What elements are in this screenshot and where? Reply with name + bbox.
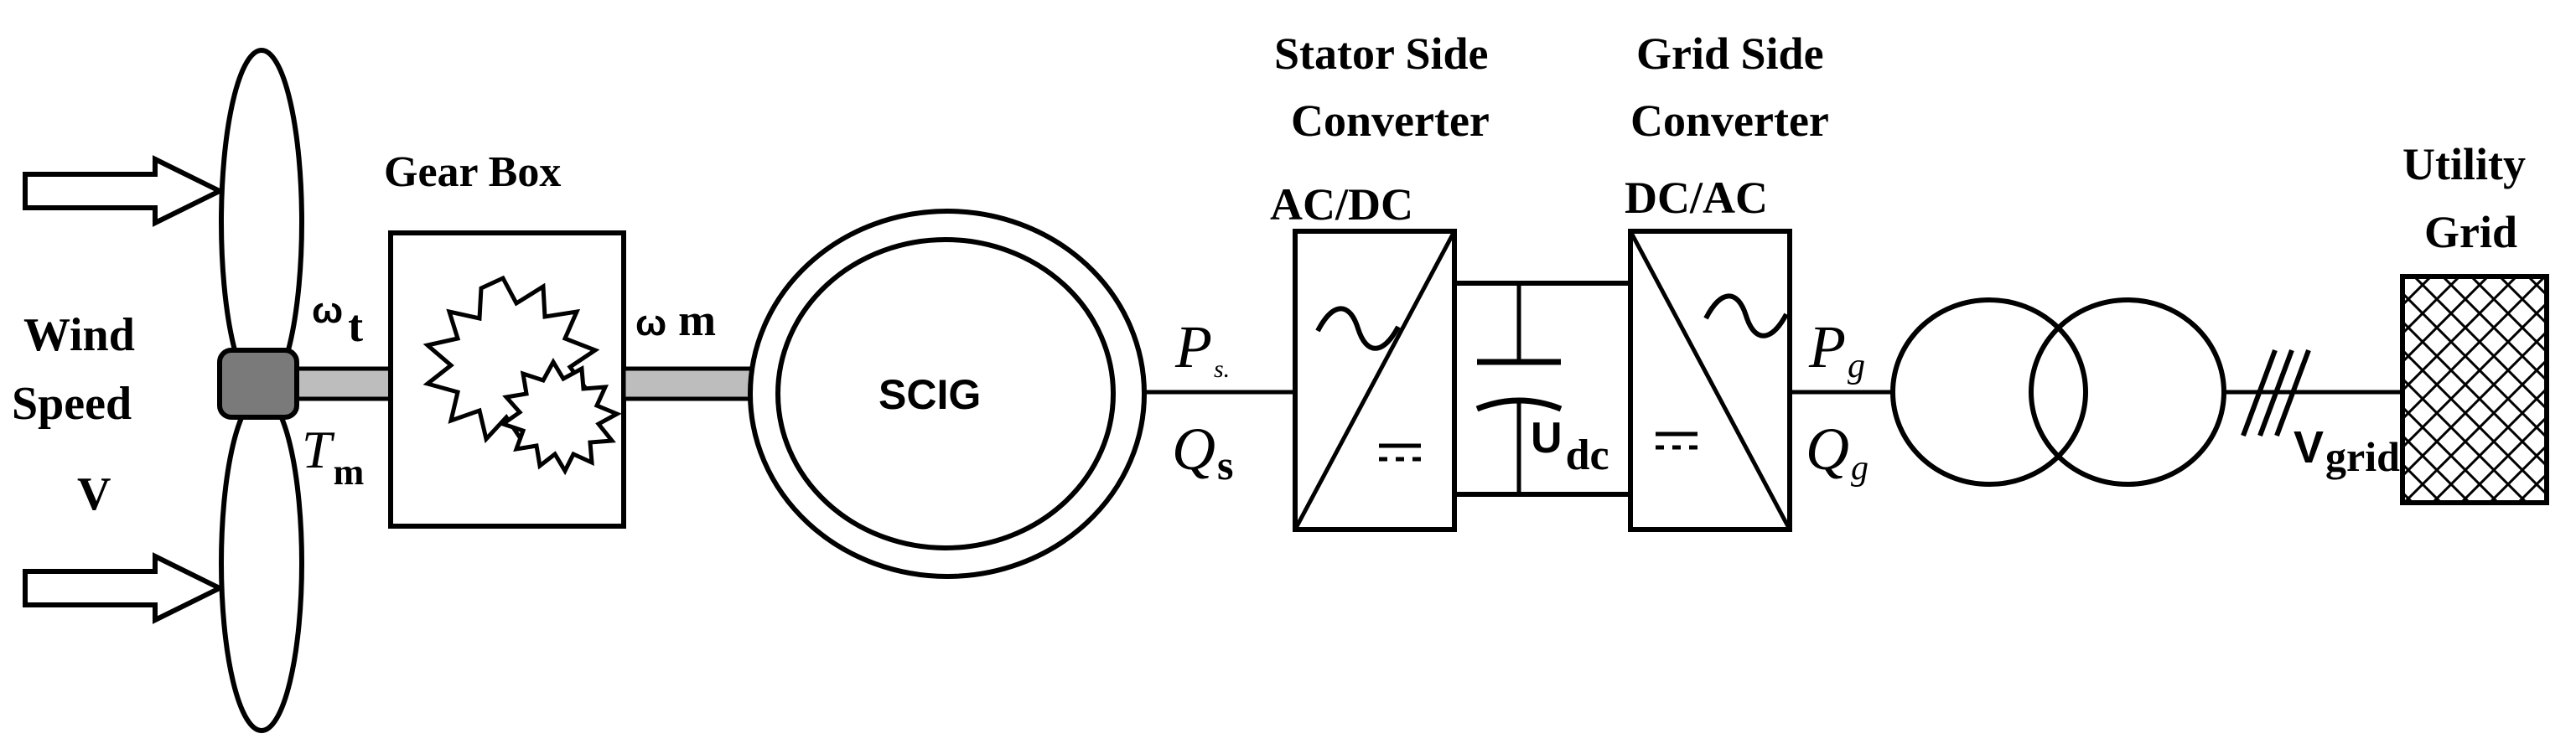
stator-converter-title-line3: AC/DC [1270,179,1413,230]
generator-rotor [775,237,1116,550]
high-speed-shaft [621,366,774,401]
three-phase-marker-icon [2241,349,2311,437]
generator-label: SCIG [879,371,981,418]
stator-converter [1293,229,1457,532]
turbine-blade-bottom [219,393,304,733]
utility-grid-title-line2: Grid [2424,207,2517,257]
stator-converter-title-line2: Converter [1291,96,1490,146]
grid-converter-title-line1: Grid Side [1636,28,1824,79]
grid-converter [1628,229,1792,532]
turbine-blade-top [219,48,304,396]
dc-link-voltage-label: Udc [1531,414,1609,479]
grid-voltage-label: Vgrid [2294,422,2400,480]
stator-active-power-label: Ps. [1174,313,1230,383]
wind-speed-label-line1: Wind [23,309,135,361]
stator-reactive-power-label: Qs [1172,416,1233,488]
dc-link-capacitor-icon [1475,359,1563,412]
grid-reactive-power-label: Qg [1806,416,1869,488]
wind-arrow-bottom [23,552,225,624]
stator-converter-title-line1: Stator Side [1274,28,1489,79]
transformer-primary [1890,297,2088,487]
wind-speed-label-line2: Speed [12,378,132,430]
grid-converter-title-line2: Converter [1630,96,1829,146]
wind-speed-label-line3: V [77,468,111,520]
transformer-secondary [2029,297,2226,487]
wind-arrow-top [23,155,225,227]
turbine-hub [217,348,299,420]
mechanical-torque-label: Tm [302,420,364,493]
grid-active-power-label: Pg [1808,313,1865,385]
utility-grid-block [2400,274,2549,505]
dc-link [1454,281,1630,497]
gearbox-title: Gear Box [384,148,561,196]
low-speed-shaft [289,366,393,401]
grid-converter-title-line3: DC/AC [1625,173,1768,223]
gear-small-icon [498,357,622,476]
utility-grid-title-line1: Utility [2402,139,2526,189]
